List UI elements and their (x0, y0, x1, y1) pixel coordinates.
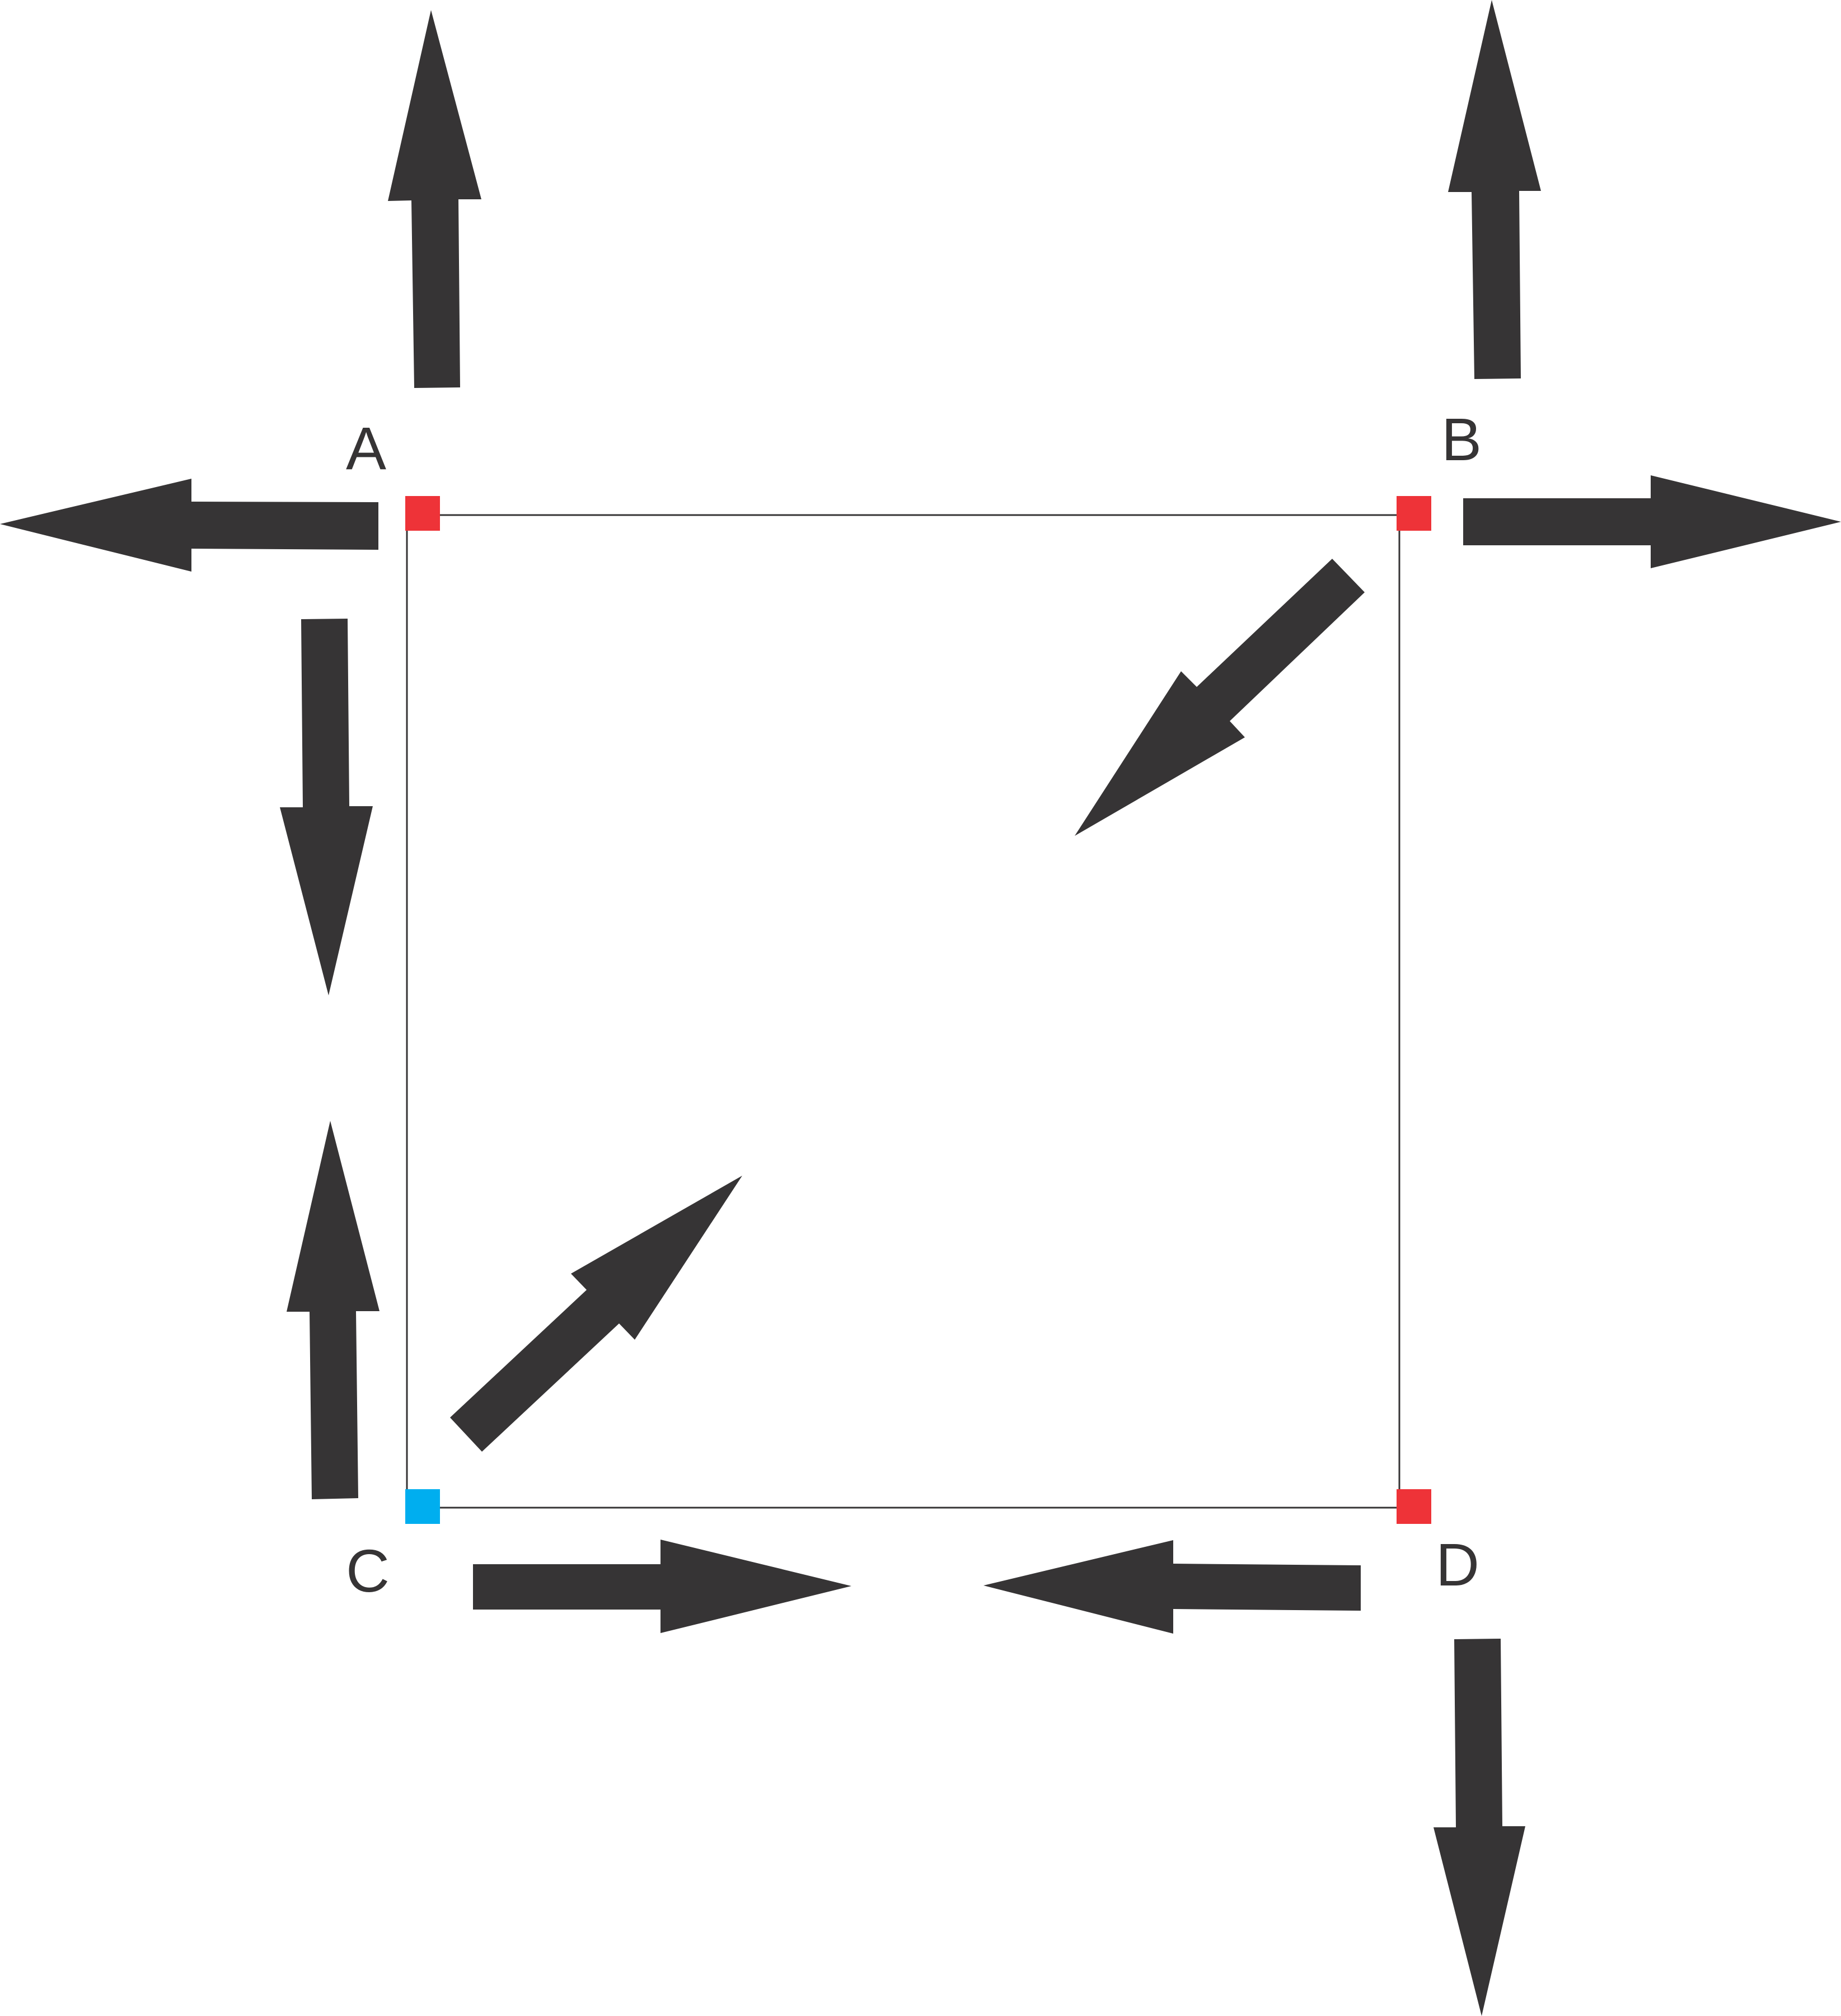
arrow-a-up (388, 10, 481, 388)
vertex-label-d: D (1436, 1531, 1479, 1598)
arrow-d-left (983, 1540, 1361, 1634)
arrow-a-left (0, 479, 378, 572)
vertex-label-c: C (346, 1537, 390, 1605)
arrow-c-diagonal (450, 1176, 742, 1452)
arrow-c-up (287, 1121, 380, 1499)
vertex-label-b: B (1441, 405, 1482, 473)
arrow-b-up (1448, 0, 1541, 379)
square-outline (406, 514, 1400, 1509)
arrow-c-right (473, 1540, 851, 1633)
vertex-marker-d (1397, 1489, 1431, 1524)
vertex-marker-a (405, 496, 440, 531)
arrow-a-down (280, 619, 373, 995)
arrow-b-right (1463, 475, 1841, 568)
vertex-marker-c (405, 1489, 440, 1524)
arrow-d-down (1434, 1639, 1525, 2016)
vertex-marker-b (1397, 496, 1431, 531)
arrow-b-diagonal (1075, 559, 1365, 836)
vertex-label-a: A (346, 414, 386, 482)
